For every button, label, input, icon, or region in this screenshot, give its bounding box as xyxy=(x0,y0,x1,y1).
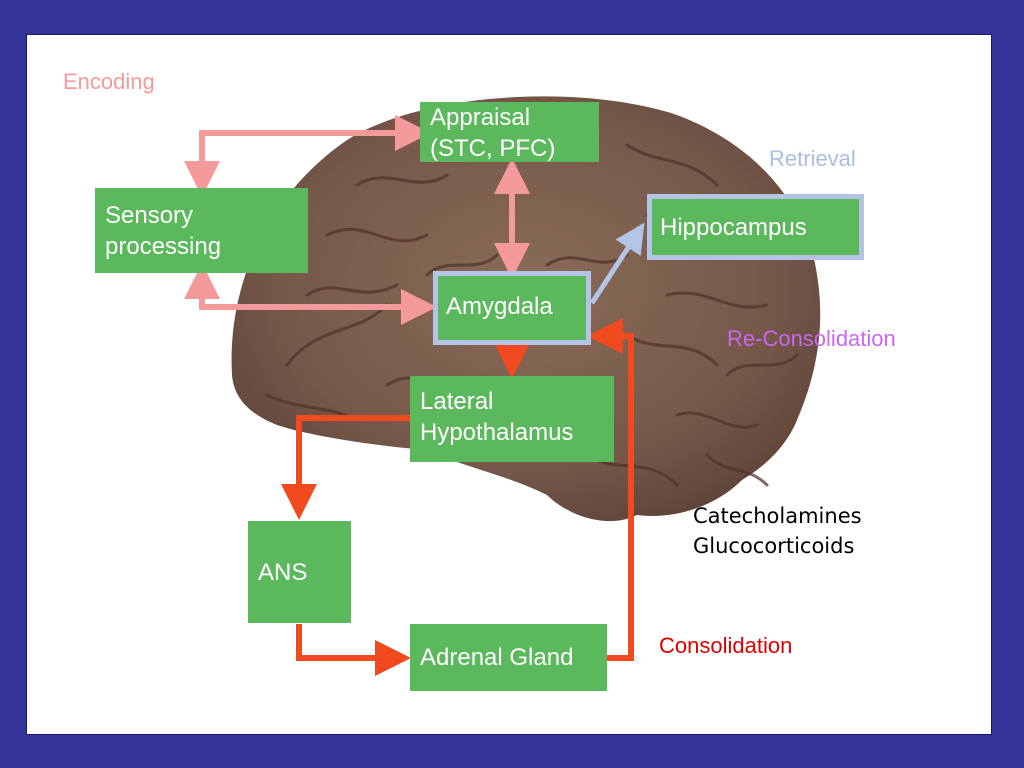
consolidation-arrow-lh-ans xyxy=(281,415,411,520)
amygdala-box: Amygdala xyxy=(433,271,591,345)
ans-box: ANS xyxy=(248,521,351,623)
adrenal-gland-box: Adrenal Gland xyxy=(410,624,607,691)
slide: Appraisal (STC, PFC) Sensory processing … xyxy=(26,34,992,735)
encoding-arrow-amygdala xyxy=(184,263,437,325)
consolidation-label: Consolidation xyxy=(659,633,793,658)
retrieval-label: Retrieval xyxy=(769,146,856,171)
consolidation-arrow-adrenal-amygdala xyxy=(587,318,634,661)
encoding-label: Encoding xyxy=(63,69,155,94)
retrieval-arrow xyxy=(589,222,645,305)
hippocampus-box: Hippocampus xyxy=(647,194,864,260)
sensory-processing-box: Sensory processing xyxy=(95,188,308,273)
connector-layer xyxy=(184,115,645,676)
encoding-arrow-appraisal xyxy=(184,115,431,197)
appraisal-box: Appraisal (STC, PFC) xyxy=(420,102,599,162)
reconsolidation-label: Re-Consolidation xyxy=(727,326,896,351)
hormones-label: Catecholamines Glucocorticoids xyxy=(693,504,862,558)
consolidation-arrow-ans-adrenal xyxy=(296,624,411,676)
lateral-hypothalamus-box: Lateral Hypothalamus xyxy=(410,376,614,462)
